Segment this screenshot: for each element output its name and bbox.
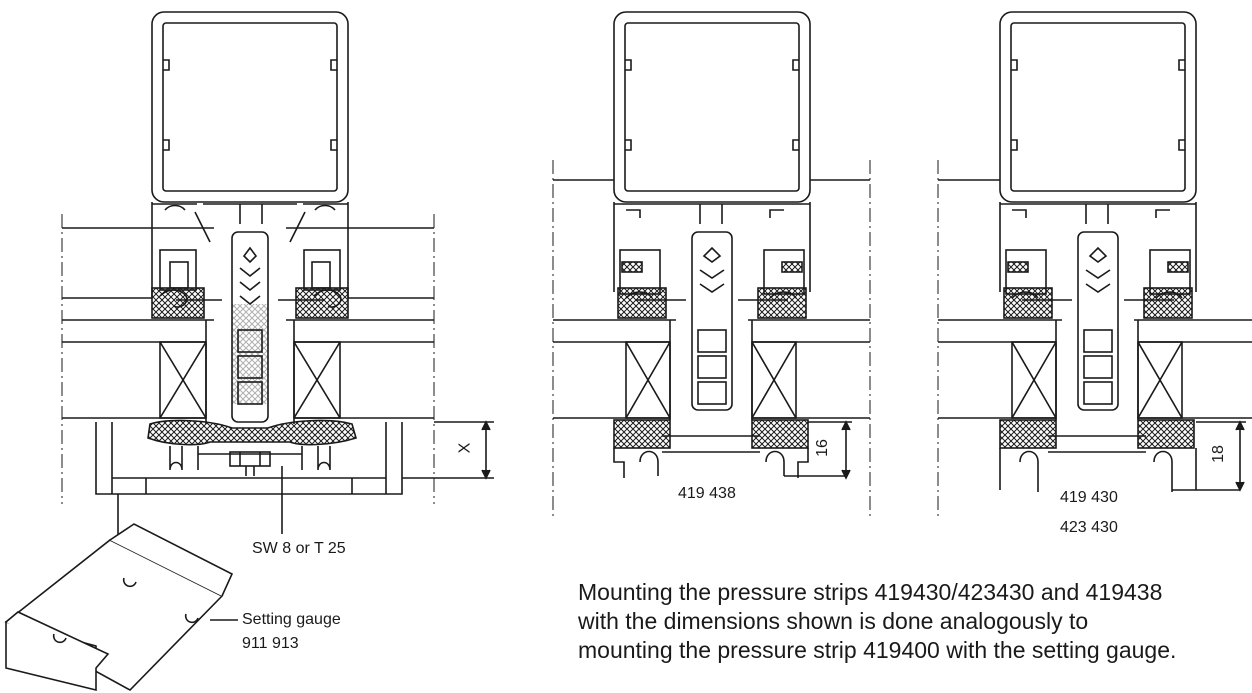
gasket-c-bottom-right xyxy=(1137,419,1195,449)
gasket-c-bottom-left xyxy=(999,419,1057,449)
dim-line-16 xyxy=(808,421,852,478)
centre-fixing-b xyxy=(691,231,733,411)
pressure-strip-b-label: 419 438 xyxy=(678,485,736,502)
setting-gauge-number: 911 913 xyxy=(242,635,299,652)
dim-line-18 xyxy=(1196,421,1246,490)
dim-line-x xyxy=(402,421,494,479)
section-a xyxy=(61,11,494,621)
grid-lines-b xyxy=(552,160,871,516)
setting-gauge-label: Setting gauge xyxy=(242,611,341,628)
pressure-strip-b xyxy=(613,435,846,478)
infill-panels-a xyxy=(62,227,434,424)
tool-size-label: SW 8 or T 25 xyxy=(252,540,346,557)
pressure-strip-a xyxy=(169,446,331,471)
pressure-strip-c xyxy=(999,435,1240,492)
mullion-profile-b xyxy=(613,11,811,295)
dimension-16-label: 16 xyxy=(813,439,831,457)
gasket-c-left xyxy=(1003,287,1053,319)
mullion-profile-c xyxy=(999,11,1197,295)
mounting-note: Mounting the pressure strips 419430/4234… xyxy=(578,578,1176,665)
pressure-strip-gasket-a xyxy=(147,419,357,446)
mounting-note-line-2: with the dimensions shown is done analog… xyxy=(578,608,1089,634)
gasket-b-bottom-left xyxy=(613,419,671,449)
section-b xyxy=(552,11,871,516)
mounting-note-line-3: mounting the pressure strip 419400 with … xyxy=(578,637,1177,663)
grid-lines-a xyxy=(61,214,435,504)
gasket-b-right xyxy=(757,287,807,319)
mounting-note-line-1: Mounting the pressure strips 419430/4234… xyxy=(578,579,1163,605)
gasket-c-right xyxy=(1143,287,1193,319)
centre-fixing-c xyxy=(1077,231,1119,411)
infill-panels-b xyxy=(553,179,870,420)
mullion-profile-a xyxy=(151,11,349,298)
infill-panels-c xyxy=(938,179,1252,420)
dimension-x-label: X xyxy=(456,442,474,454)
gasket-b-left xyxy=(617,287,667,319)
centre-fixing-a xyxy=(231,231,269,423)
screw-head-a xyxy=(229,451,271,467)
pressure-strip-c-label-2: 423 430 xyxy=(1060,519,1118,536)
setting-gauge-iso xyxy=(4,523,234,692)
pressure-strip-c-label-1: 419 430 xyxy=(1060,489,1118,506)
setting-gauge-section xyxy=(95,422,403,495)
gasket-a-left xyxy=(151,287,205,319)
section-c xyxy=(937,11,1252,516)
gasket-b-bottom-right xyxy=(751,419,809,449)
dimension-18-label: 18 xyxy=(1209,445,1227,463)
